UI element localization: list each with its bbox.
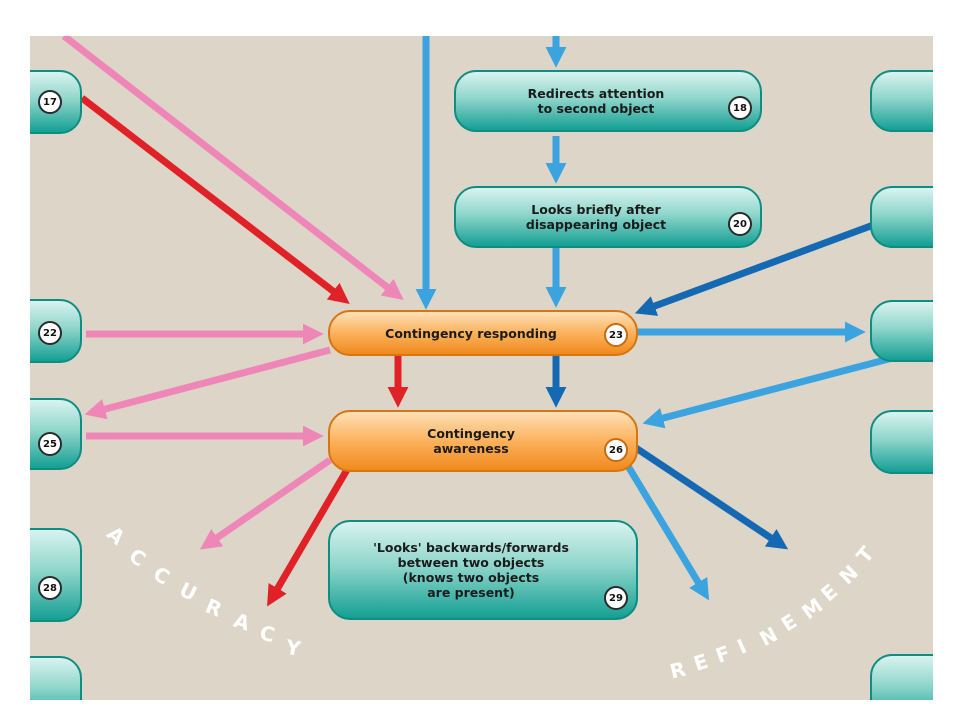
node-bottom-left-partial — [30, 656, 82, 700]
node-20-number: 20 — [728, 212, 752, 236]
node-25-number: 25 — [38, 432, 62, 456]
node-right-1-partial — [870, 70, 933, 132]
arrow-23-to-25 — [84, 346, 331, 420]
node-20-line-1: Looks briefly after — [531, 202, 661, 217]
node-26-line-2: awareness — [433, 441, 509, 456]
node-28: 28 — [30, 528, 82, 622]
node-29: 'Looks' backwards/forwards between two o… — [328, 520, 638, 620]
arrow-right-to-26 — [642, 352, 901, 429]
node-28-number: 28 — [38, 576, 62, 600]
node-right-5-partial — [870, 654, 933, 700]
arrow-topleft-to-23-pink — [61, 36, 404, 301]
node-25: 25 — [30, 398, 82, 470]
arrow-right-to-23 — [634, 220, 878, 316]
node-26-number: 26 — [604, 438, 628, 462]
node-29-line-1: 'Looks' backwards/forwards — [373, 540, 569, 555]
arrow-17-to-23 — [79, 95, 350, 304]
node-17: 17 — [30, 70, 82, 134]
node-18: Redirects attention to second object 18 — [454, 70, 762, 132]
node-20: Looks briefly after disappearing object … — [454, 186, 762, 248]
node-23-line-1: Contingency responding — [385, 325, 557, 341]
node-29-line-4: are present) — [427, 585, 515, 600]
node-29-line-3: (knows two objects — [402, 570, 540, 585]
arrow-26-to-lower-right — [625, 464, 710, 601]
node-18-line-1: Redirects attention — [527, 86, 665, 101]
diagram-canvas: 17 22 25 28 Redirects attention to secon… — [30, 36, 933, 700]
node-right-2-partial — [870, 186, 933, 248]
arrow-26-to-lower-left-pink — [199, 457, 332, 550]
node-26-line-1: Contingency — [427, 426, 515, 441]
node-26: Contingency awareness 26 — [328, 410, 638, 472]
node-18-number: 18 — [728, 96, 752, 120]
node-29-line-2: between two objects — [397, 555, 545, 570]
node-18-line-2: to second object — [537, 101, 655, 116]
node-23-number: 23 — [604, 323, 628, 347]
node-right-4-partial: I — [870, 410, 933, 474]
arrow-layer — [61, 36, 901, 607]
node-17-number: 17 — [38, 90, 62, 114]
node-22: 22 — [30, 299, 82, 363]
arrow-26-to-lower-left-red — [267, 466, 352, 607]
node-right-3-partial — [870, 300, 933, 362]
arrow-26-to-right-dark — [634, 445, 789, 550]
node-23: Contingency responding 23 — [328, 310, 638, 356]
node-22-number: 22 — [38, 321, 62, 345]
node-29-number: 29 — [604, 586, 628, 610]
node-20-line-2: disappearing object — [525, 217, 667, 232]
